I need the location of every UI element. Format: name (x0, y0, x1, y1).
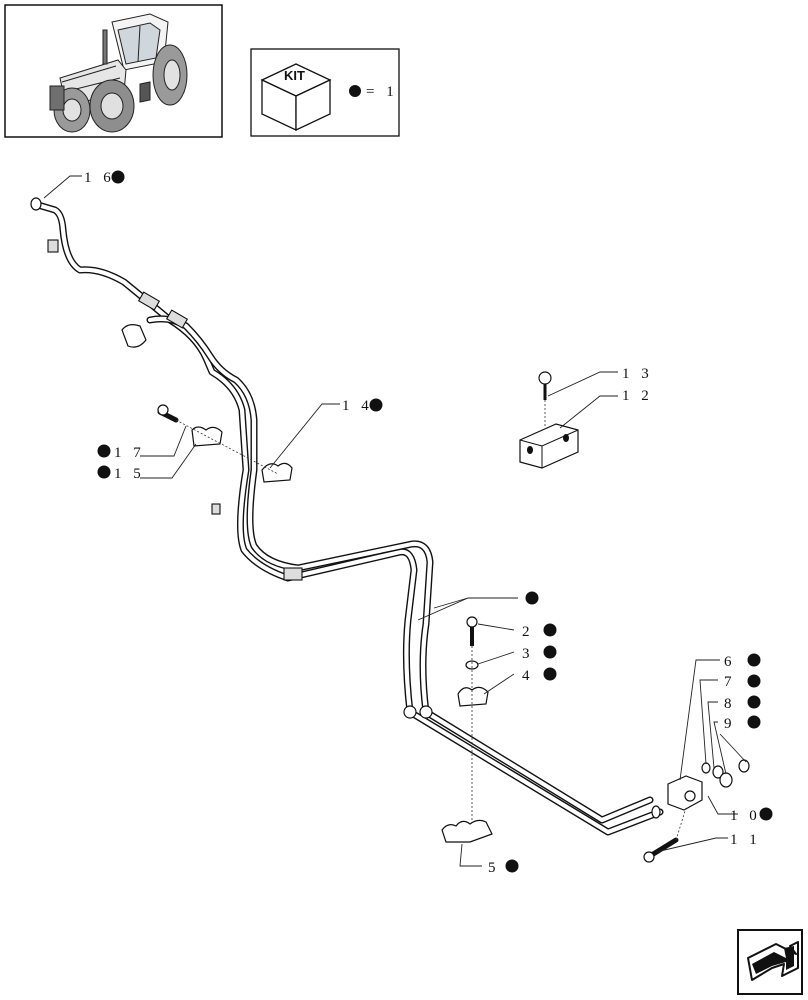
callout-10-dot (759, 807, 773, 821)
callout-labels: 1 6 1 4 1 7 1 5 1 3 1 2 2 3 4 6 7 8 9 1 … (84, 170, 773, 876)
bolt-11 (643, 851, 655, 863)
callout-17-dot (97, 444, 111, 458)
callout-7-label: 7 (724, 674, 736, 690)
callout-10-label: 1 0 (730, 808, 761, 824)
flange-6 (667, 775, 703, 811)
callout-14-label: 1 4 (342, 398, 373, 414)
callout-15-dot (97, 465, 111, 479)
callout-17-label: 1 7 (114, 445, 145, 461)
fitting-assembly-right (643, 759, 750, 863)
clamp-14 (261, 462, 293, 483)
callout-6-label: 6 (724, 654, 736, 670)
next-page-arrow-icon (747, 941, 799, 981)
o-ring-9 (719, 772, 733, 788)
callout-8-label: 8 (724, 696, 736, 712)
kit-label: KIT (284, 68, 305, 83)
screw-13 (538, 371, 552, 385)
callout-8-dot (747, 695, 761, 709)
callout-2-label: 2 (522, 624, 534, 640)
callout-15-label: 1 5 (114, 466, 145, 482)
clamp-block-12 (519, 423, 579, 469)
hydraulic-pipes (30, 197, 664, 836)
kit-legend: KIT = 1 (250, 48, 400, 137)
next-page-button[interactable] (737, 929, 803, 995)
callout-1-dot (525, 591, 539, 605)
tractor-icon (49, 13, 188, 133)
callout-3-label: 3 (522, 646, 534, 662)
pipe-fitting-top (47, 239, 59, 253)
bolt-17 (157, 404, 169, 416)
callout-16-dot (111, 170, 125, 184)
o-ring-16 (30, 197, 42, 211)
callout-13-label: 1 3 (622, 366, 653, 382)
callout-3-dot (543, 645, 557, 659)
callout-leaders (43, 175, 747, 867)
tractor-thumbnail-panel (4, 4, 223, 138)
callout-6-dot (747, 653, 761, 667)
o-ring-7 (701, 762, 711, 774)
clamp-15 (191, 426, 223, 447)
kit-dot (349, 85, 361, 97)
washer-3 (465, 660, 479, 670)
callout-9-label: 9 (724, 716, 736, 732)
callout-14-dot (369, 398, 383, 412)
clamp-4 (457, 686, 489, 707)
callout-4-label: 4 (522, 668, 534, 684)
kit-box-icon (260, 63, 332, 132)
clamp-assembly-center (441, 616, 493, 843)
clamp-block-assembly (519, 371, 579, 469)
callout-9-dot (747, 715, 761, 729)
callout-5-label: 5 (488, 860, 500, 876)
pipe-bracket-upper (121, 324, 147, 348)
bolt-2 (466, 616, 478, 628)
callout-5-dot (505, 859, 519, 873)
o-ring-10 (738, 759, 750, 773)
callout-4-dot (543, 667, 557, 681)
callout-2-dot (543, 623, 557, 637)
callout-11-label: 1 1 (730, 832, 761, 848)
callout-16-label: 1 6 (84, 170, 115, 186)
kit-equals: = 1 (366, 84, 398, 100)
clamp-assembly-left (157, 404, 293, 483)
o-ring-8 (712, 765, 724, 779)
callout-7-dot (747, 674, 761, 688)
callout-12-label: 1 2 (622, 388, 653, 404)
clamp-5 (441, 819, 493, 843)
